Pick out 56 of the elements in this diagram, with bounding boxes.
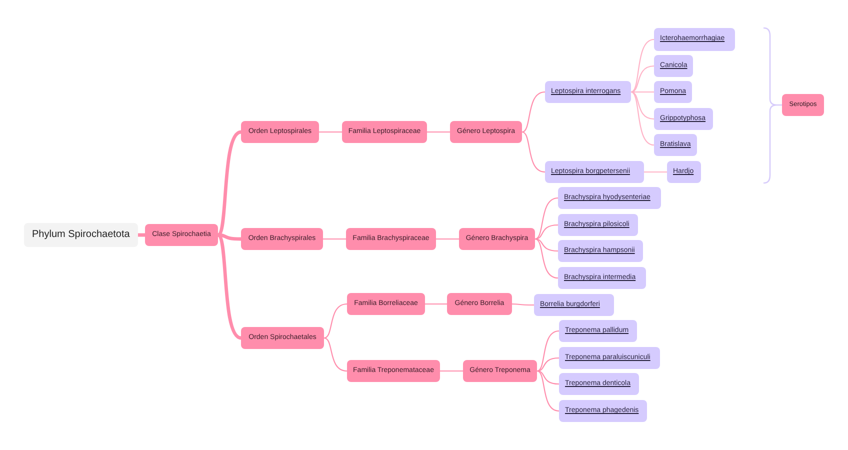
- connector-line: [630, 91, 655, 146]
- connector-line: [521, 91, 546, 133]
- connector-line: [534, 238, 559, 279]
- topic-box: [241, 121, 319, 143]
- topic-box: [346, 228, 436, 250]
- topic-box: [241, 327, 324, 349]
- subtopic-box: [654, 134, 697, 156]
- connector-line: [318, 131, 343, 133]
- connector-line: [536, 357, 560, 372]
- root-topic-box: [24, 223, 138, 247]
- subtopic-box: [559, 347, 660, 369]
- topic-box: [347, 293, 425, 315]
- topic-box: [463, 360, 537, 382]
- subtopic-box: [654, 81, 692, 103]
- subtopic-box: [654, 108, 713, 130]
- connector-line: [323, 303, 348, 339]
- connector-line: [439, 370, 464, 372]
- connector-line: [323, 337, 348, 372]
- connector-line: [424, 303, 448, 305]
- connector-line: [630, 91, 655, 120]
- node-text: Phylum Spirochaetota: [32, 229, 130, 241]
- subtopic-box: [559, 373, 639, 395]
- topic-box: [241, 228, 323, 250]
- subtopic-box: [558, 240, 643, 262]
- connector-line: [322, 238, 347, 240]
- subtopic-box: [558, 187, 661, 209]
- connector-line: [536, 330, 560, 372]
- connector-line: [426, 131, 451, 133]
- subtopic-box: [667, 161, 701, 183]
- connector-line: [534, 197, 559, 240]
- topic-box: [459, 228, 535, 250]
- subtopic-box: [558, 214, 638, 236]
- subtopic-box: [559, 320, 637, 342]
- subtopic-box: [559, 400, 647, 422]
- subtopic-box: [654, 55, 694, 77]
- topic-box: [145, 224, 218, 246]
- topic-box: [342, 121, 427, 143]
- subtopic-box: [534, 294, 614, 316]
- connector-line: [435, 238, 460, 240]
- topic-box: [447, 293, 512, 315]
- connector-line: [534, 238, 559, 252]
- connector-line: [643, 171, 668, 173]
- topic-box: [347, 360, 440, 382]
- connector-line: [536, 370, 560, 412]
- topic-box: [450, 121, 522, 143]
- subtopic-box: [545, 161, 644, 183]
- connector-line: [630, 65, 655, 93]
- connector-line: [536, 370, 560, 385]
- summary-box: [782, 94, 824, 116]
- subtopic-box: [558, 267, 646, 289]
- subtopic-box: [654, 28, 735, 51]
- connector-line: [521, 131, 546, 173]
- connector-line: [534, 224, 559, 240]
- subtopic-box: [545, 81, 631, 103]
- connector-line: [630, 38, 655, 93]
- connector-line: [511, 303, 535, 306]
